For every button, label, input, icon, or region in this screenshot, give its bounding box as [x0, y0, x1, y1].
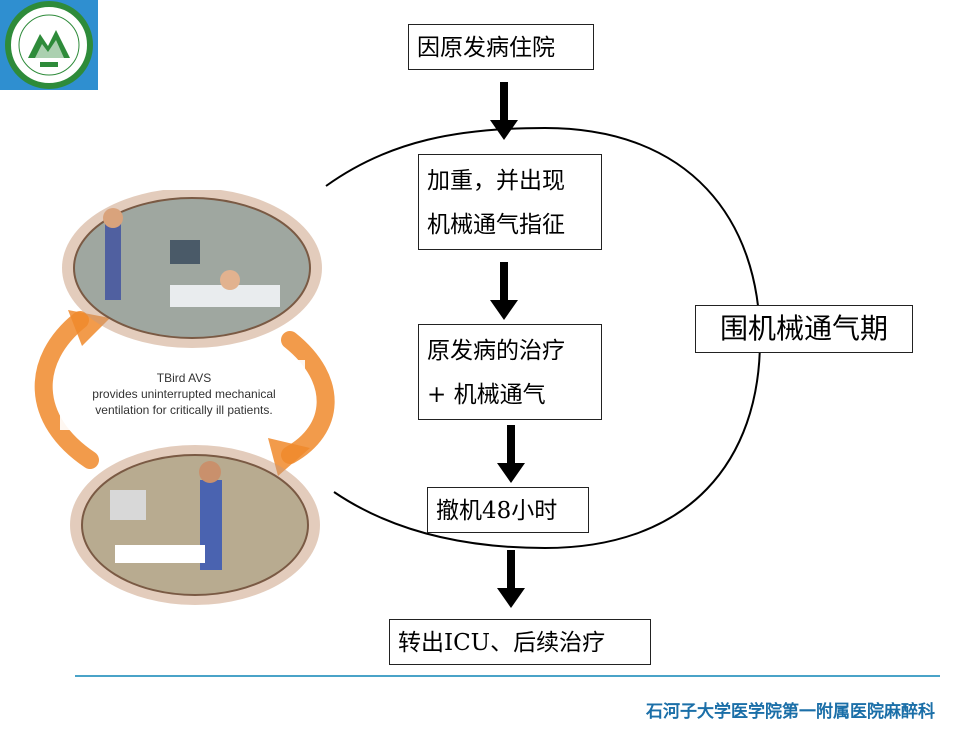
photo-caption-line1: TBird AVS	[157, 371, 211, 385]
university-seal-icon	[5, 1, 93, 89]
arrow-down-4	[497, 550, 525, 608]
step-weaning-label: 撤机48小时	[436, 498, 558, 524]
step-ventilation-indication-line2: 机械通气指征	[427, 212, 565, 238]
arrow-down-2	[490, 262, 518, 320]
footer-department: 石河子大学医学院第一附属医院麻醉科	[646, 702, 935, 722]
photo-caption-line3: ventilation for critically ill patients.	[95, 403, 272, 417]
period-label: 围机械通气期	[695, 305, 913, 353]
step-weaning: 撤机48小时	[427, 487, 589, 533]
step-icu-transfer-label: 转出ICU、后续治疗	[398, 630, 606, 656]
ventilation-photo-collage: TBird AVS provides uninterrupted mechani…	[20, 188, 340, 610]
step-hospital-admission: 因原发病住院	[408, 24, 594, 70]
step-ventilation-indication-line1: 加重，并出现	[427, 168, 565, 194]
photo-caption-line2: provides uninterrupted mechanical	[92, 387, 275, 401]
step-treatment-ventilation-line1: 原发病的治疗	[427, 338, 565, 364]
period-label-text: 围机械通气期	[719, 312, 888, 345]
arrow-down-1	[490, 82, 518, 140]
step-hospital-admission-label: 因原发病住院	[417, 35, 555, 61]
step-ventilation-indication: 加重，并出现 机械通气指征	[418, 154, 602, 250]
footer-divider	[75, 675, 940, 677]
step-treatment-ventilation: 原发病的治疗 + 机械通气	[418, 324, 602, 420]
step-icu-transfer: 转出ICU、后续治疗	[389, 619, 651, 665]
cycle-arrow-left	[34, 311, 99, 469]
cycle-arrow-right	[281, 331, 335, 464]
university-logo	[0, 0, 98, 90]
step-treatment-ventilation-line2: + 机械通气	[427, 382, 546, 408]
arrow-down-3	[497, 425, 525, 483]
